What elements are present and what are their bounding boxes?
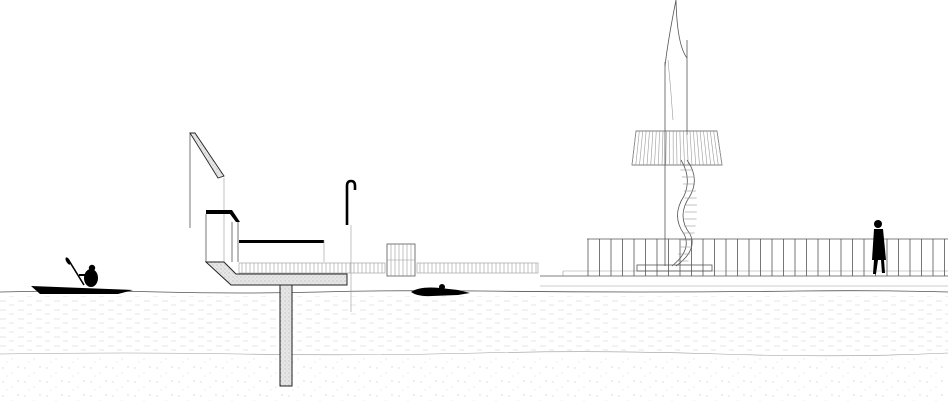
canopy-slat [631,130,637,166]
canopy-slat [703,130,708,166]
canopy-slat [716,130,723,166]
handrail-hook [345,179,357,225]
ladder-handrail [345,179,357,312]
canopy-slat [657,130,660,166]
canopy-arm [189,132,225,179]
paddle-blade [65,257,71,265]
canopy-slat [706,130,712,166]
canopy-slat [699,130,704,166]
canopy-slat [686,130,689,166]
railing-low-left [238,262,386,274]
swimmer-silhouette [411,284,470,297]
spiral-stair-inner [671,159,688,267]
swimmer-body [411,287,470,297]
spiral-stair-outer [675,159,695,267]
canopy-slat [696,130,700,166]
upper-board [206,210,240,222]
pedestrian-legs [873,260,885,274]
swimmer-head [439,284,445,290]
gate [386,243,416,277]
water-surface-line [0,290,948,294]
railing-promenade [587,238,948,276]
canopy-slat [679,130,682,166]
canopy-slat [676,130,678,166]
railing-fence [238,238,948,277]
canopy-slat [635,130,640,166]
kayaker-head [88,264,96,272]
mid-deck [239,240,324,243]
pedestrian-head [874,220,882,228]
canopy-slat [661,130,664,166]
water-depth-line [0,351,948,357]
canopy-slat [689,130,693,166]
kayak-paddle [67,258,85,286]
lookout-tower [631,0,723,272]
water-texture [0,296,948,354]
canopy-slat [654,130,657,166]
kayaker-body [84,269,98,287]
canopy-slat [693,130,697,166]
platform-slab [204,261,348,286]
water-body [0,290,948,401]
diving-platform [189,132,348,387]
canopy-slat [642,130,647,166]
canopy-slat [646,130,650,166]
canopy-slat [639,130,644,166]
canopy-slat [665,130,667,166]
canopy-slat [650,130,654,166]
canopy-slats [631,130,723,166]
pedestrian-coat [872,229,886,260]
pier-column [279,284,293,387]
canopy-slat [682,130,685,166]
tower-plinth [636,264,713,272]
pedestrian-silhouette [872,220,886,274]
canopy-slat [713,130,719,166]
stair-treads [676,169,697,262]
seabed-texture [0,356,948,401]
canopy-slat [709,130,715,166]
kayaker-silhouette [31,257,133,294]
railing-low-right [416,262,539,274]
tower-spire [664,0,688,67]
kayak-hull [31,286,133,294]
